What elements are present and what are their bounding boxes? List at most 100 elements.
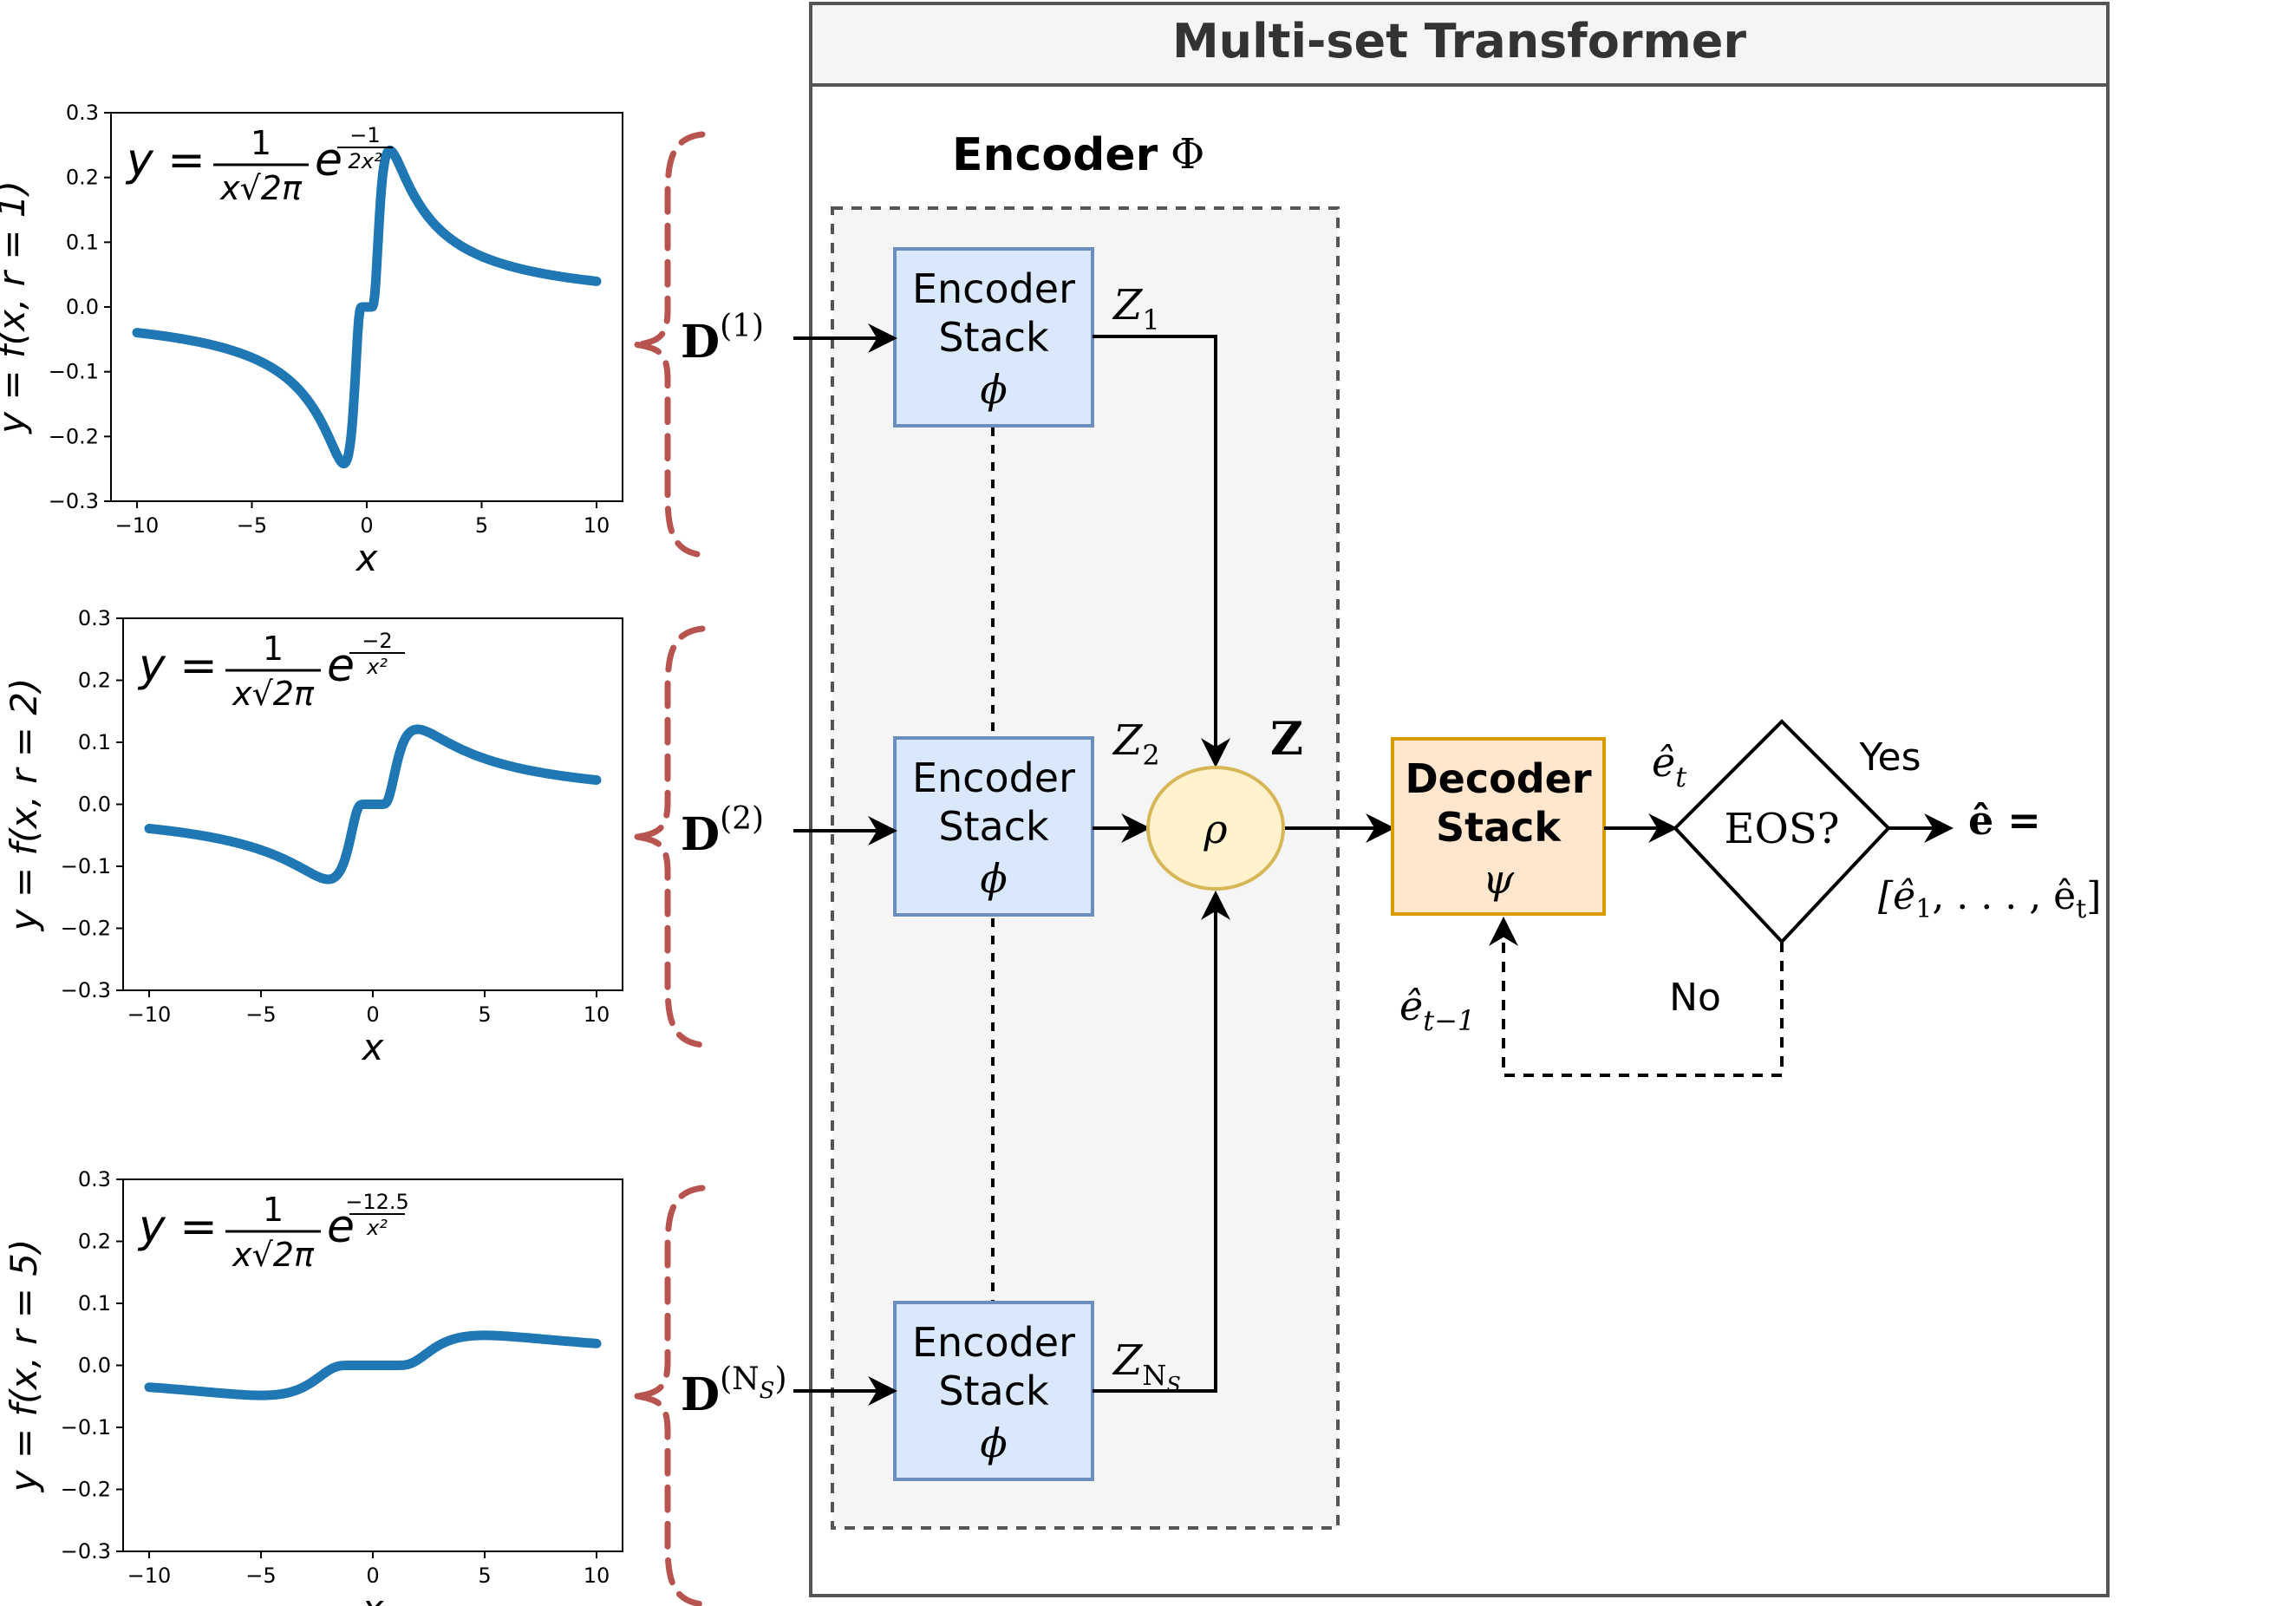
input-1: D(1) [681, 309, 898, 369]
formula-exp-denominator: x² [366, 1216, 388, 1240]
formula-denominator: x√2π [232, 675, 315, 713]
formula-e: e [315, 134, 342, 186]
formula-denominator: x√2π [219, 169, 303, 207]
x-tick-label: −5 [237, 513, 267, 538]
x-tick-label: 5 [478, 1564, 491, 1588]
e-hat-prev-label: êt−1 [1399, 983, 1475, 1037]
input-3: D(NS) [681, 1361, 898, 1421]
transformer-title: Multi-set Transformer [1172, 14, 1746, 69]
encoder-stack-line1: Encoder [912, 754, 1075, 801]
y-tick-label: 0.3 [66, 101, 99, 125]
encoder-stack-line2: Stack [938, 314, 1049, 361]
encoder-stack-line2: Stack [938, 803, 1049, 850]
encoder-stack-phi: ϕ [980, 1420, 1007, 1466]
decoder-line2: Stack [1436, 804, 1562, 851]
formula-exp-numerator: −12.5 [345, 1190, 409, 1214]
x-tick-label: 0 [366, 1002, 379, 1027]
formula-y: y = [137, 1201, 218, 1253]
y-tick-label: −0.1 [49, 360, 99, 384]
set-brace-2 [634, 625, 706, 1048]
y-tick-label: 0.1 [78, 730, 111, 754]
y-tick-label: −0.1 [61, 1415, 111, 1440]
z-label-1: Z1 [1112, 281, 1160, 336]
formula-numerator: 1 [251, 124, 271, 162]
formula-e: e [327, 1201, 355, 1253]
formula-exp-numerator: −2 [362, 629, 392, 653]
y-tick-label: −0.3 [49, 489, 99, 513]
feedback-loop [1489, 916, 1784, 1077]
encoder-stack-phi: ϕ [980, 855, 1007, 902]
formula-numerator: 1 [263, 1191, 284, 1229]
y-axis-label: y = f(x, r = 5) [3, 1239, 45, 1494]
encoder-heading: Encoder Φ [952, 129, 1204, 181]
z-aggregate-label: Z [1270, 713, 1303, 766]
x-tick-label: −10 [115, 513, 160, 538]
formula-denominator: x√2π [232, 1236, 315, 1274]
chart-formula: y = 1 x√2π e −2x² [137, 629, 405, 713]
e-hat-t-label: êt [1652, 739, 1686, 793]
x-axis-label: x [361, 1026, 385, 1068]
formula-e: e [327, 640, 355, 692]
y-axis-label: y = f(x, r = 1) [0, 180, 33, 435]
encoder-stack-line2: Stack [938, 1368, 1049, 1414]
y-tick-label: 0.1 [78, 1291, 111, 1315]
set-brace-1 [634, 131, 706, 558]
y-tick-label: 0.3 [78, 606, 111, 630]
inputs: D(1) D(2) D(NS) [681, 309, 898, 1421]
x-tick-label: 0 [360, 513, 373, 538]
input-label: D(1) [681, 309, 764, 369]
rho-symbol: ρ [1203, 806, 1227, 852]
data-series-line [144, 1330, 602, 1400]
output-line1: ê = [1968, 797, 2041, 844]
y-tick-label: 0.1 [66, 230, 99, 254]
y-tick-label: −0.3 [61, 1539, 111, 1564]
z-label-2: Z2 [1112, 716, 1160, 772]
x-tick-label: −5 [245, 1002, 276, 1027]
z1-connector [1093, 335, 1230, 768]
rho-node: ρ Z [1146, 713, 1303, 891]
y-tick-label: −0.2 [49, 424, 99, 448]
x-tick-label: 5 [475, 513, 488, 538]
braces [634, 131, 706, 1606]
x-tick-label: −5 [245, 1564, 276, 1588]
encoder-phi-symbol: Φ [1171, 130, 1204, 179]
zns-connector [1093, 890, 1230, 1393]
decoder-line1: Decoder [1405, 755, 1591, 802]
y-tick-label: 0.0 [66, 295, 99, 319]
formula-y: y = [137, 640, 218, 692]
y-tick-label: −0.2 [61, 917, 111, 941]
decoder-psi-symbol: ψ [1483, 856, 1515, 903]
encoder-stack-box [893, 1301, 1094, 1481]
formula-exp-denominator: x² [366, 655, 388, 679]
chart-formula: y = 1 x√2π e−12.5x² [137, 1190, 409, 1274]
y-tick-label: 0.2 [78, 1230, 111, 1254]
y-tick-label: 0.3 [78, 1167, 111, 1191]
y-tick-label: 0.2 [78, 669, 111, 693]
x-tick-label: 10 [584, 513, 610, 538]
x-tick-label: 5 [478, 1002, 491, 1027]
y-tick-label: −0.2 [61, 1478, 111, 1502]
y-axis-label: y = f(x, r = 2) [3, 678, 45, 933]
encoder-stack-line1: Encoder [912, 1319, 1075, 1366]
y-tick-label: 0.2 [66, 166, 99, 190]
x-tick-label: −10 [127, 1002, 172, 1027]
x-tick-label: −10 [127, 1564, 172, 1588]
decoder-stack: Decoder Stack ψ [1391, 737, 1606, 916]
data-series-line [132, 145, 602, 469]
x-tick-label: 0 [366, 1564, 379, 1588]
formula-exp-denominator: 2x² [348, 149, 382, 173]
formula-numerator: 1 [263, 630, 284, 668]
eos-no-label: No [1669, 976, 1721, 1020]
decoder-box [1391, 737, 1606, 916]
eos-yes-label: Yes [1858, 735, 1921, 780]
input-label: D(2) [681, 801, 764, 861]
rho-ellipse [1146, 766, 1285, 891]
y-tick-label: 0.0 [78, 793, 111, 817]
